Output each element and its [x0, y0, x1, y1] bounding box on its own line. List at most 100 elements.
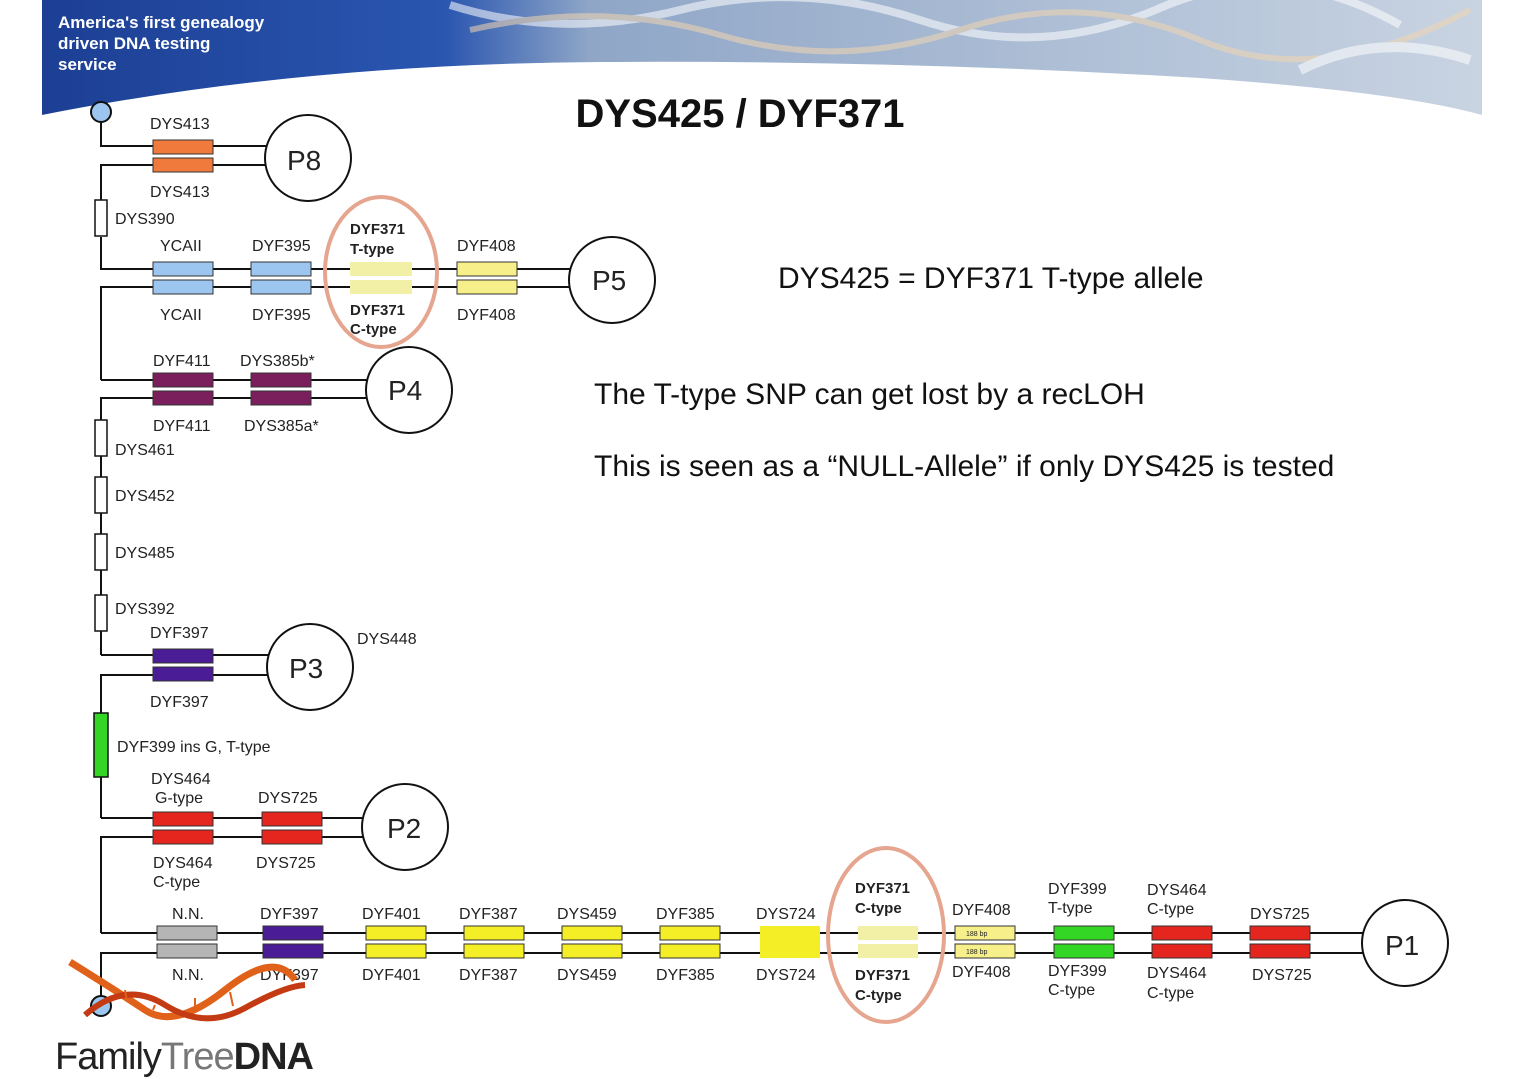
- label-dys725-p1-bottom: DYS725: [1252, 967, 1312, 984]
- label-dys461: DYS461: [115, 442, 175, 459]
- dyf395-top-block: [250, 261, 312, 277]
- dyf408-p5-bottom-block: [456, 279, 518, 295]
- header-tagline: America's first genealogy driven DNA tes…: [58, 12, 318, 75]
- label-dyf408-p1-top: DYF408: [952, 902, 1011, 919]
- dyf371-p1-bottom-block: [858, 944, 918, 958]
- label-dyf371-p1-bottom: DYF371: [855, 967, 910, 984]
- note-null-allele: This is seen as a “NULL-Allele” if only …: [594, 450, 1335, 483]
- highlight-ellipse-p1: [826, 846, 946, 1024]
- familytreedna-logo-text: FamilyTreeDNA: [55, 1036, 314, 1079]
- dys464-p1-top-block: [1151, 925, 1213, 941]
- label-dys459-top: DYS459: [557, 906, 617, 923]
- dyf411-bottom-block: [152, 390, 214, 406]
- dyf371-p1-top-block: [858, 926, 918, 940]
- label-dyf399-p1-top-type: T-type: [1048, 900, 1093, 917]
- dyf395-bottom-block: [250, 279, 312, 295]
- dyf401-top-block: [365, 925, 427, 941]
- label-dyf408-p5-top: DYF408: [457, 238, 516, 255]
- dys413-top-block: [152, 139, 214, 155]
- dyf387-bottom-block: [463, 943, 525, 959]
- palindrome-p5-circle: [568, 236, 656, 324]
- label-nn-bottom: N.N.: [172, 967, 204, 984]
- label-dyf399-p1-top: DYF399: [1048, 881, 1107, 898]
- label-nn-top: N.N.: [172, 906, 204, 923]
- dyf399-p1-top-block: [1053, 925, 1115, 941]
- label-dys464-p2-bottom: DYS464: [153, 855, 213, 872]
- dyf408-p1-top-block: [954, 925, 1016, 941]
- marker-dys392: [94, 594, 108, 632]
- label-dyf397-p1-top: DYF397: [260, 906, 319, 923]
- label-dyf399-p1-bottom: DYF399: [1048, 963, 1107, 980]
- palindrome-p2-circle: [361, 783, 449, 871]
- logo-word-tree: Tree: [160, 1036, 235, 1078]
- label-dys385b: DYS385b*: [240, 353, 315, 370]
- start-cap-top: [90, 101, 112, 123]
- palindrome-p1-circle: [1361, 899, 1449, 987]
- ycaii-top-block: [152, 261, 214, 277]
- label-dys413-top: DYS413: [150, 116, 210, 133]
- label-dyf371-top: DYF371: [350, 221, 405, 238]
- label-dyf371-top-type: T-type: [350, 241, 394, 258]
- label-ycaii-bottom: YCAII: [160, 307, 202, 324]
- label-dyf401-top: DYF401: [362, 906, 421, 923]
- label-dys725-p2-bottom: DYS725: [256, 855, 316, 872]
- label-dyf411-bottom: DYF411: [153, 418, 211, 435]
- label-dys385a: DYS385a*: [244, 418, 319, 435]
- label-ycaii-top: YCAII: [160, 238, 202, 255]
- p5-label: P5: [592, 265, 626, 296]
- label-dys413-bottom: DYS413: [150, 184, 210, 201]
- palindrome-p4-circle: [365, 346, 453, 434]
- label-dys725-p1-top: DYS725: [1250, 906, 1310, 923]
- slide-title: DYS425 / DYF371: [575, 92, 905, 136]
- dyf385-bottom-block: [659, 943, 721, 959]
- label-dyf399-p1-bottom-type: C-type: [1048, 982, 1095, 999]
- dyf408-p1-bottom-block: [954, 943, 1016, 959]
- label-dys725-p2-top: DYS725: [258, 790, 318, 807]
- label-dyf371-p1-top: DYF371: [855, 880, 910, 897]
- dys725-p1-top-block: [1249, 925, 1311, 941]
- palindrome-p8-circle: [264, 114, 352, 202]
- label-dys464-p1-top: DYS464: [1147, 882, 1207, 899]
- marker-dys485: [94, 533, 108, 571]
- marker-dys461: [94, 419, 108, 457]
- label-dyf371-bottom-type: C-type: [350, 321, 397, 338]
- nn-bottom-block: [156, 943, 218, 959]
- label-dyf395-top: DYF395: [252, 238, 311, 255]
- label-188bp-bottom: 188 bp: [966, 949, 988, 956]
- familytreedna-logo-helix-icon: [68, 959, 306, 1022]
- label-dys448: DYS448: [357, 631, 417, 648]
- ycaii-bottom-block: [152, 279, 214, 295]
- dys385a-block: [250, 390, 312, 406]
- label-dys464-p1-bottom-type: C-type: [1147, 985, 1194, 1002]
- dys385b-block: [250, 372, 312, 388]
- dyf397-p1-top-block: [262, 925, 324, 941]
- marker-dys452: [94, 476, 108, 514]
- label-dyf371-bottom: DYF371: [350, 302, 405, 319]
- label-dyf387-top: DYF387: [459, 906, 518, 923]
- label-dys464-p2-top-type: G-type: [155, 790, 203, 807]
- header-banner: [42, 0, 1482, 115]
- tagline-line-3: service: [58, 55, 117, 74]
- tagline-line-1: America's first genealogy: [58, 13, 265, 32]
- label-dyf408-p1-bottom: DYF408: [952, 964, 1011, 981]
- label-dyf387-bottom: DYF387: [459, 967, 518, 984]
- note-allele: DYS425 = DYF371 T-type allele: [778, 262, 1204, 295]
- dyf397-p3-bottom-block: [152, 666, 214, 682]
- dyf371-t-type-top-block: [350, 262, 412, 276]
- logo-word-dna: DNA: [233, 1036, 314, 1078]
- label-188bp-top: 188 bp: [966, 931, 988, 938]
- label-dys464-p1-bottom: DYS464: [1147, 965, 1207, 982]
- label-dyf395-bottom: DYF395: [252, 307, 311, 324]
- dyf397-p1-bottom-block: [262, 943, 324, 959]
- dyf408-p5-top-block: [456, 261, 518, 277]
- dys724-block: [760, 926, 820, 958]
- label-dys724-top: DYS724: [756, 906, 816, 923]
- dyf387-top-block: [463, 925, 525, 941]
- label-dyf397-p3-bottom: DYF397: [150, 694, 209, 711]
- dyf371-c-type-bottom-block: [350, 280, 412, 294]
- dys725-p1-bottom-block: [1249, 943, 1311, 959]
- dyf385-top-block: [659, 925, 721, 941]
- label-dys464-p2-bottom-type: C-type: [153, 874, 200, 891]
- p8-label: P8: [287, 145, 321, 176]
